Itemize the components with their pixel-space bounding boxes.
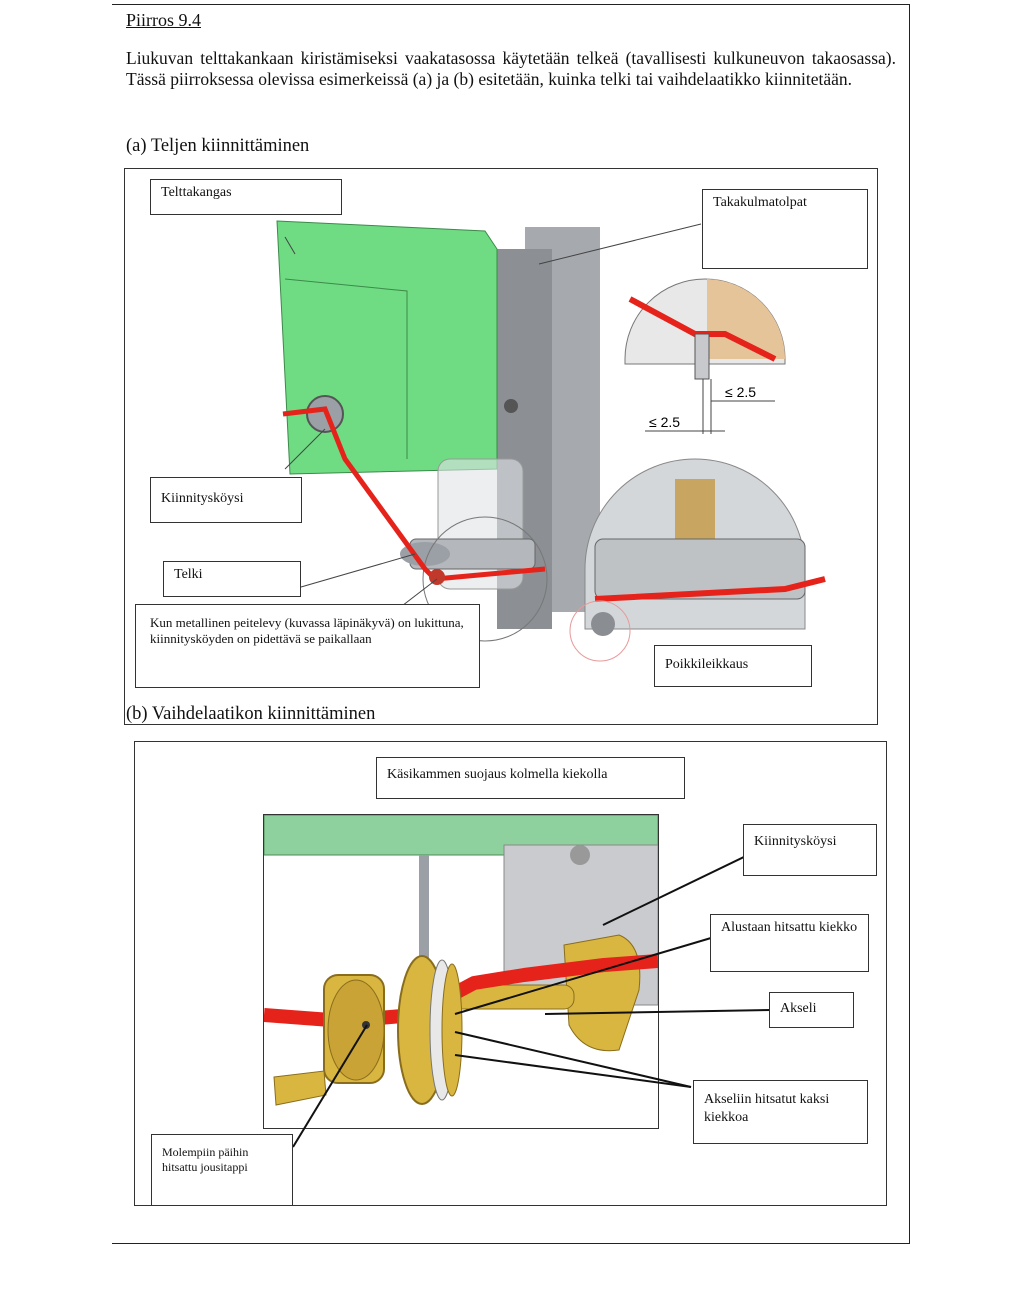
block-bolt (570, 845, 590, 865)
figure-title: Piirros 9.4 (126, 10, 202, 30)
arrow-akseliin-1 (454, 1031, 692, 1088)
callout-arrows (292, 841, 776, 1148)
label-akseli: Akseli (769, 992, 854, 1028)
label-note: Kun metallinen peitelevy (kuvassa läpinä… (135, 604, 480, 688)
intro-paragraph: Liukuvan telttakankaan kiristämiseksi va… (126, 48, 896, 89)
detail-top-pin (694, 333, 710, 380)
label-poikkileikkaus: Poikkileikkaus (654, 645, 812, 687)
arrow-molempiin (292, 1024, 368, 1148)
leader-kiinnityskoysi (284, 428, 326, 470)
tarp-seam (284, 278, 408, 459)
leader-telki (300, 553, 416, 588)
cross-section-circle (569, 600, 631, 662)
arrow-akseli (544, 1009, 772, 1015)
tarp (276, 220, 498, 475)
rope-knot (429, 569, 445, 585)
panel-b: Käsikammen suojaus kolmella kiekolla Kii… (134, 741, 887, 1206)
label-telttakangas: Telttakangas (150, 179, 342, 215)
support-bar (419, 855, 429, 1005)
post-bolt (504, 399, 518, 413)
caption-b: (b) Vaihdelaatikon kiinnittäminen (126, 704, 376, 724)
label-alustaan: Alustaan hitsattu kiekko (710, 914, 869, 972)
cross-section-pin (675, 479, 715, 539)
dim-label-2: ≤ 2.5 (649, 414, 680, 430)
detail-circle (422, 516, 548, 642)
panel-a: ≤ 2.5 ≤ 2.5 Telttakangas Takakulmatolpat… (124, 168, 878, 725)
label-telki: Telki (163, 561, 301, 597)
leader-telttakangas (284, 236, 296, 255)
rope (282, 406, 546, 582)
label-kasikammen: Käsikammen suojaus kolmella kiekolla (376, 757, 685, 799)
page-frame (112, 4, 910, 1244)
arrow-akseliin-2 (454, 1054, 692, 1088)
cross-section-rope (594, 576, 826, 602)
crank-hub-face (327, 979, 385, 1081)
label-takakulmatolpat: Takakulmatolpat (702, 189, 868, 269)
crank-handle (273, 1070, 327, 1106)
cross-section-telki (594, 538, 806, 600)
cross-section-knot (591, 612, 615, 636)
label-kiinnityskoysi: Kiinnitysköysi (150, 477, 302, 523)
arrow-alustaan (454, 937, 712, 1015)
illustration-telki: ≤ 2.5 ≤ 2.5 (276, 220, 826, 662)
label-molempiin: Molempiin päihin hitsattu jousitappi (151, 1134, 293, 1205)
caption-a: (a) Teljen kiinnittäminen (126, 136, 310, 156)
dim-label-1: ≤ 2.5 (725, 384, 756, 400)
label-akseliin: Akseliin hitsatut kaksi kiekkoa (693, 1080, 868, 1144)
detail-top-rope (628, 296, 777, 362)
detail-top-wood (707, 279, 786, 359)
shaft-washer-2 (441, 963, 463, 1097)
leader-takakulmatolpat (538, 223, 702, 265)
label-kiinnityskoysi-b: Kiinnitysköysi (743, 824, 877, 876)
